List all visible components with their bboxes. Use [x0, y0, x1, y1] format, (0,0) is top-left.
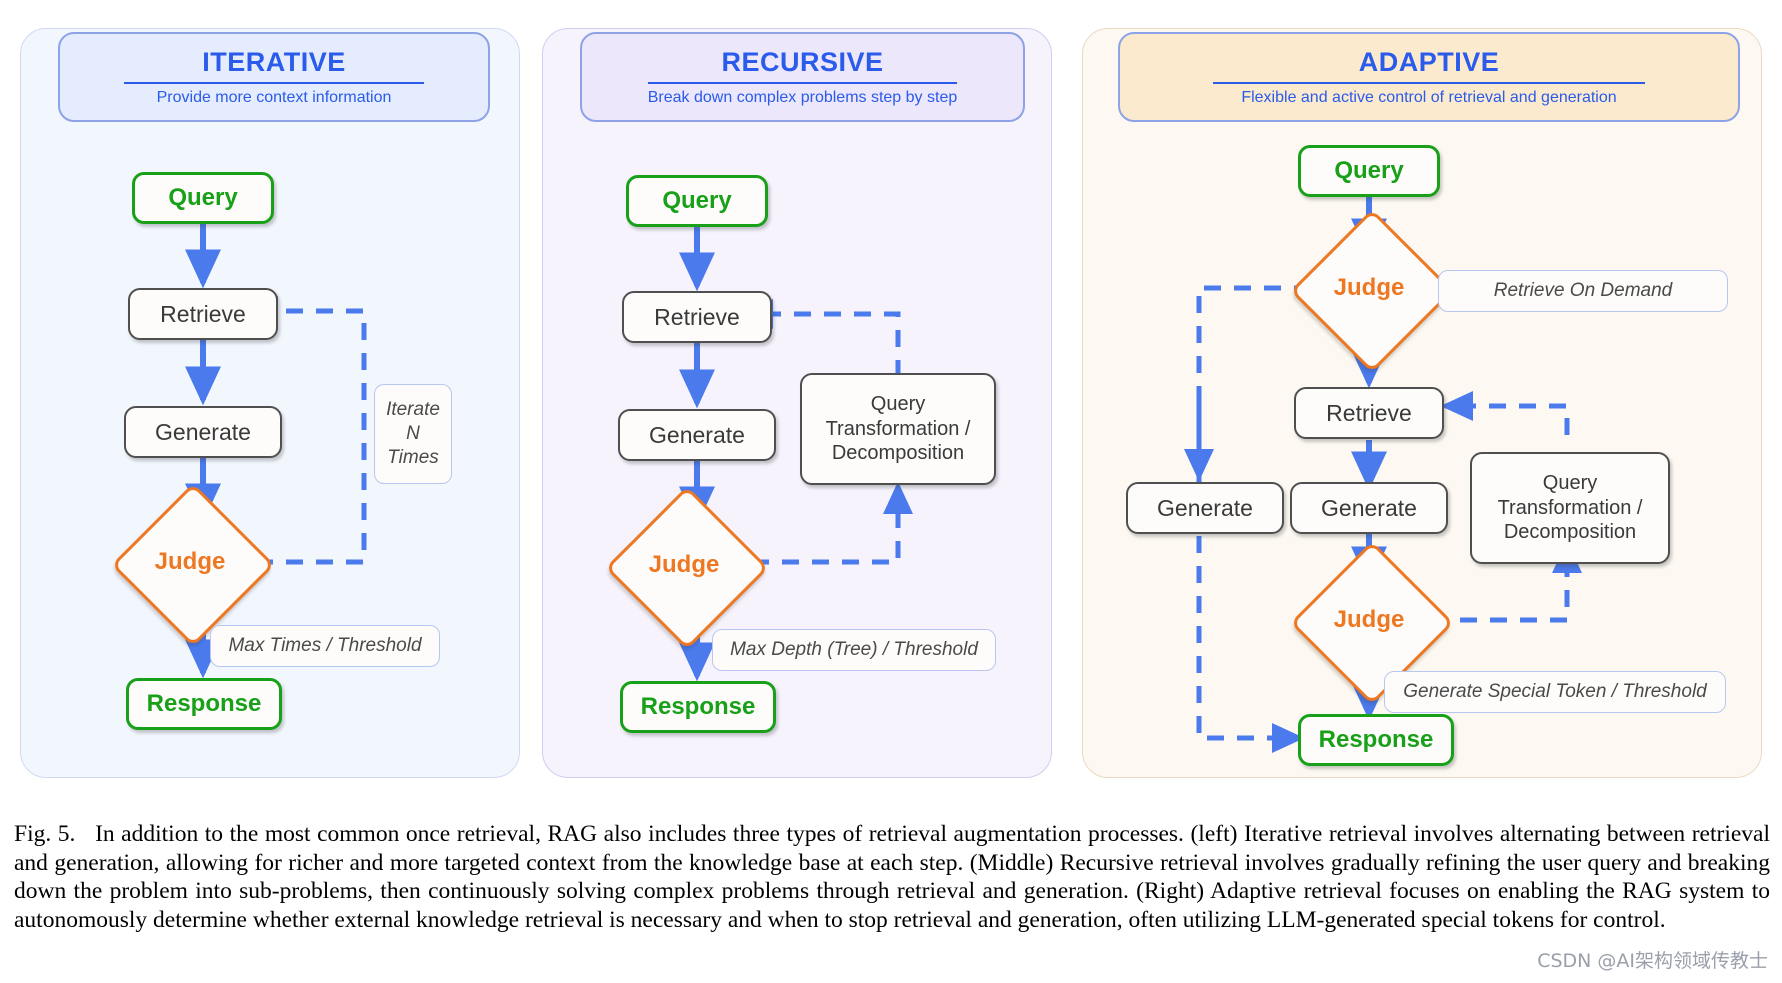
- adaptive-annotation-generate-special-token: Generate Special Token / Threshold: [1384, 671, 1726, 713]
- recursive-node-response[interactable]: Response: [620, 681, 776, 733]
- recursive-node-query-transformation[interactable]: Query Transformation / Decomposition: [800, 373, 996, 485]
- iterative-annotation-iterate-n-times: Iterate N Times: [374, 384, 452, 484]
- adaptive-node-generate-main[interactable]: Generate: [1290, 482, 1448, 534]
- panel-title-adaptive: ADAPTIVE: [1358, 46, 1500, 77]
- adaptive-judge-top-label: Judge: [1333, 274, 1405, 301]
- adaptive-node-query[interactable]: Query: [1298, 145, 1440, 197]
- figure-caption: Fig. 5. In addition to the most common o…: [14, 820, 1770, 935]
- panel-subtitle-iterative: Provide more context information: [156, 88, 392, 106]
- adaptive-judge-bottom-label: Judge: [1333, 606, 1405, 633]
- caption-figure-number: Fig. 5.: [14, 821, 89, 847]
- watermark-text: CSDN @AI架构领域传教士: [1537, 950, 1768, 972]
- recursive-node-retrieve[interactable]: Retrieve: [622, 291, 772, 343]
- recursive-judge-label: Judge: [648, 551, 720, 578]
- adaptive-node-retrieve[interactable]: Retrieve: [1294, 387, 1444, 439]
- panel-subtitle-adaptive: Flexible and active control of retrieval…: [1241, 88, 1617, 106]
- panel-subtitle-recursive: Break down complex problems step by step: [647, 88, 958, 106]
- adaptive-node-judge-bottom[interactable]: Judge: [1289, 540, 1455, 706]
- iterative-node-retrieve[interactable]: Retrieve: [128, 288, 278, 340]
- figure-diagram: ITERATIVE Provide more context informati…: [20, 28, 1762, 778]
- iterative-node-judge[interactable]: Judge: [110, 482, 276, 648]
- panel-title-iterative: ITERATIVE: [202, 46, 346, 77]
- recursive-annotation-max-depth-threshold: Max Depth (Tree) / Threshold: [712, 629, 996, 671]
- iterative-annotation-max-times-threshold: Max Times / Threshold: [210, 625, 440, 667]
- recursive-node-judge[interactable]: Judge: [604, 485, 770, 651]
- recursive-node-generate[interactable]: Generate: [618, 409, 776, 461]
- iterative-node-response[interactable]: Response: [126, 678, 282, 730]
- panel-title-recursive: RECURSIVE: [721, 46, 884, 77]
- caption-text: In addition to the most common once retr…: [14, 821, 1770, 933]
- panel-header-iterative: ITERATIVE Provide more context informati…: [58, 32, 490, 122]
- iterative-judge-label: Judge: [154, 548, 226, 575]
- panel-header-adaptive: ADAPTIVE Flexible and active control of …: [1118, 32, 1740, 122]
- panel-header-recursive: RECURSIVE Break down complex problems st…: [580, 32, 1025, 122]
- adaptive-annotation-retrieve-on-demand: Retrieve On Demand: [1438, 270, 1728, 312]
- adaptive-node-generate-left[interactable]: Generate: [1126, 482, 1284, 534]
- title-divider: [124, 81, 424, 84]
- recursive-node-query[interactable]: Query: [626, 175, 768, 227]
- adaptive-node-judge-top[interactable]: Judge: [1289, 208, 1455, 374]
- iterative-node-generate[interactable]: Generate: [124, 406, 282, 458]
- title-divider: [648, 81, 957, 84]
- title-divider: [1212, 81, 1646, 84]
- adaptive-node-query-transformation[interactable]: Query Transformation / Decomposition: [1470, 452, 1670, 564]
- iterative-node-query[interactable]: Query: [132, 172, 274, 224]
- adaptive-node-response[interactable]: Response: [1298, 714, 1454, 766]
